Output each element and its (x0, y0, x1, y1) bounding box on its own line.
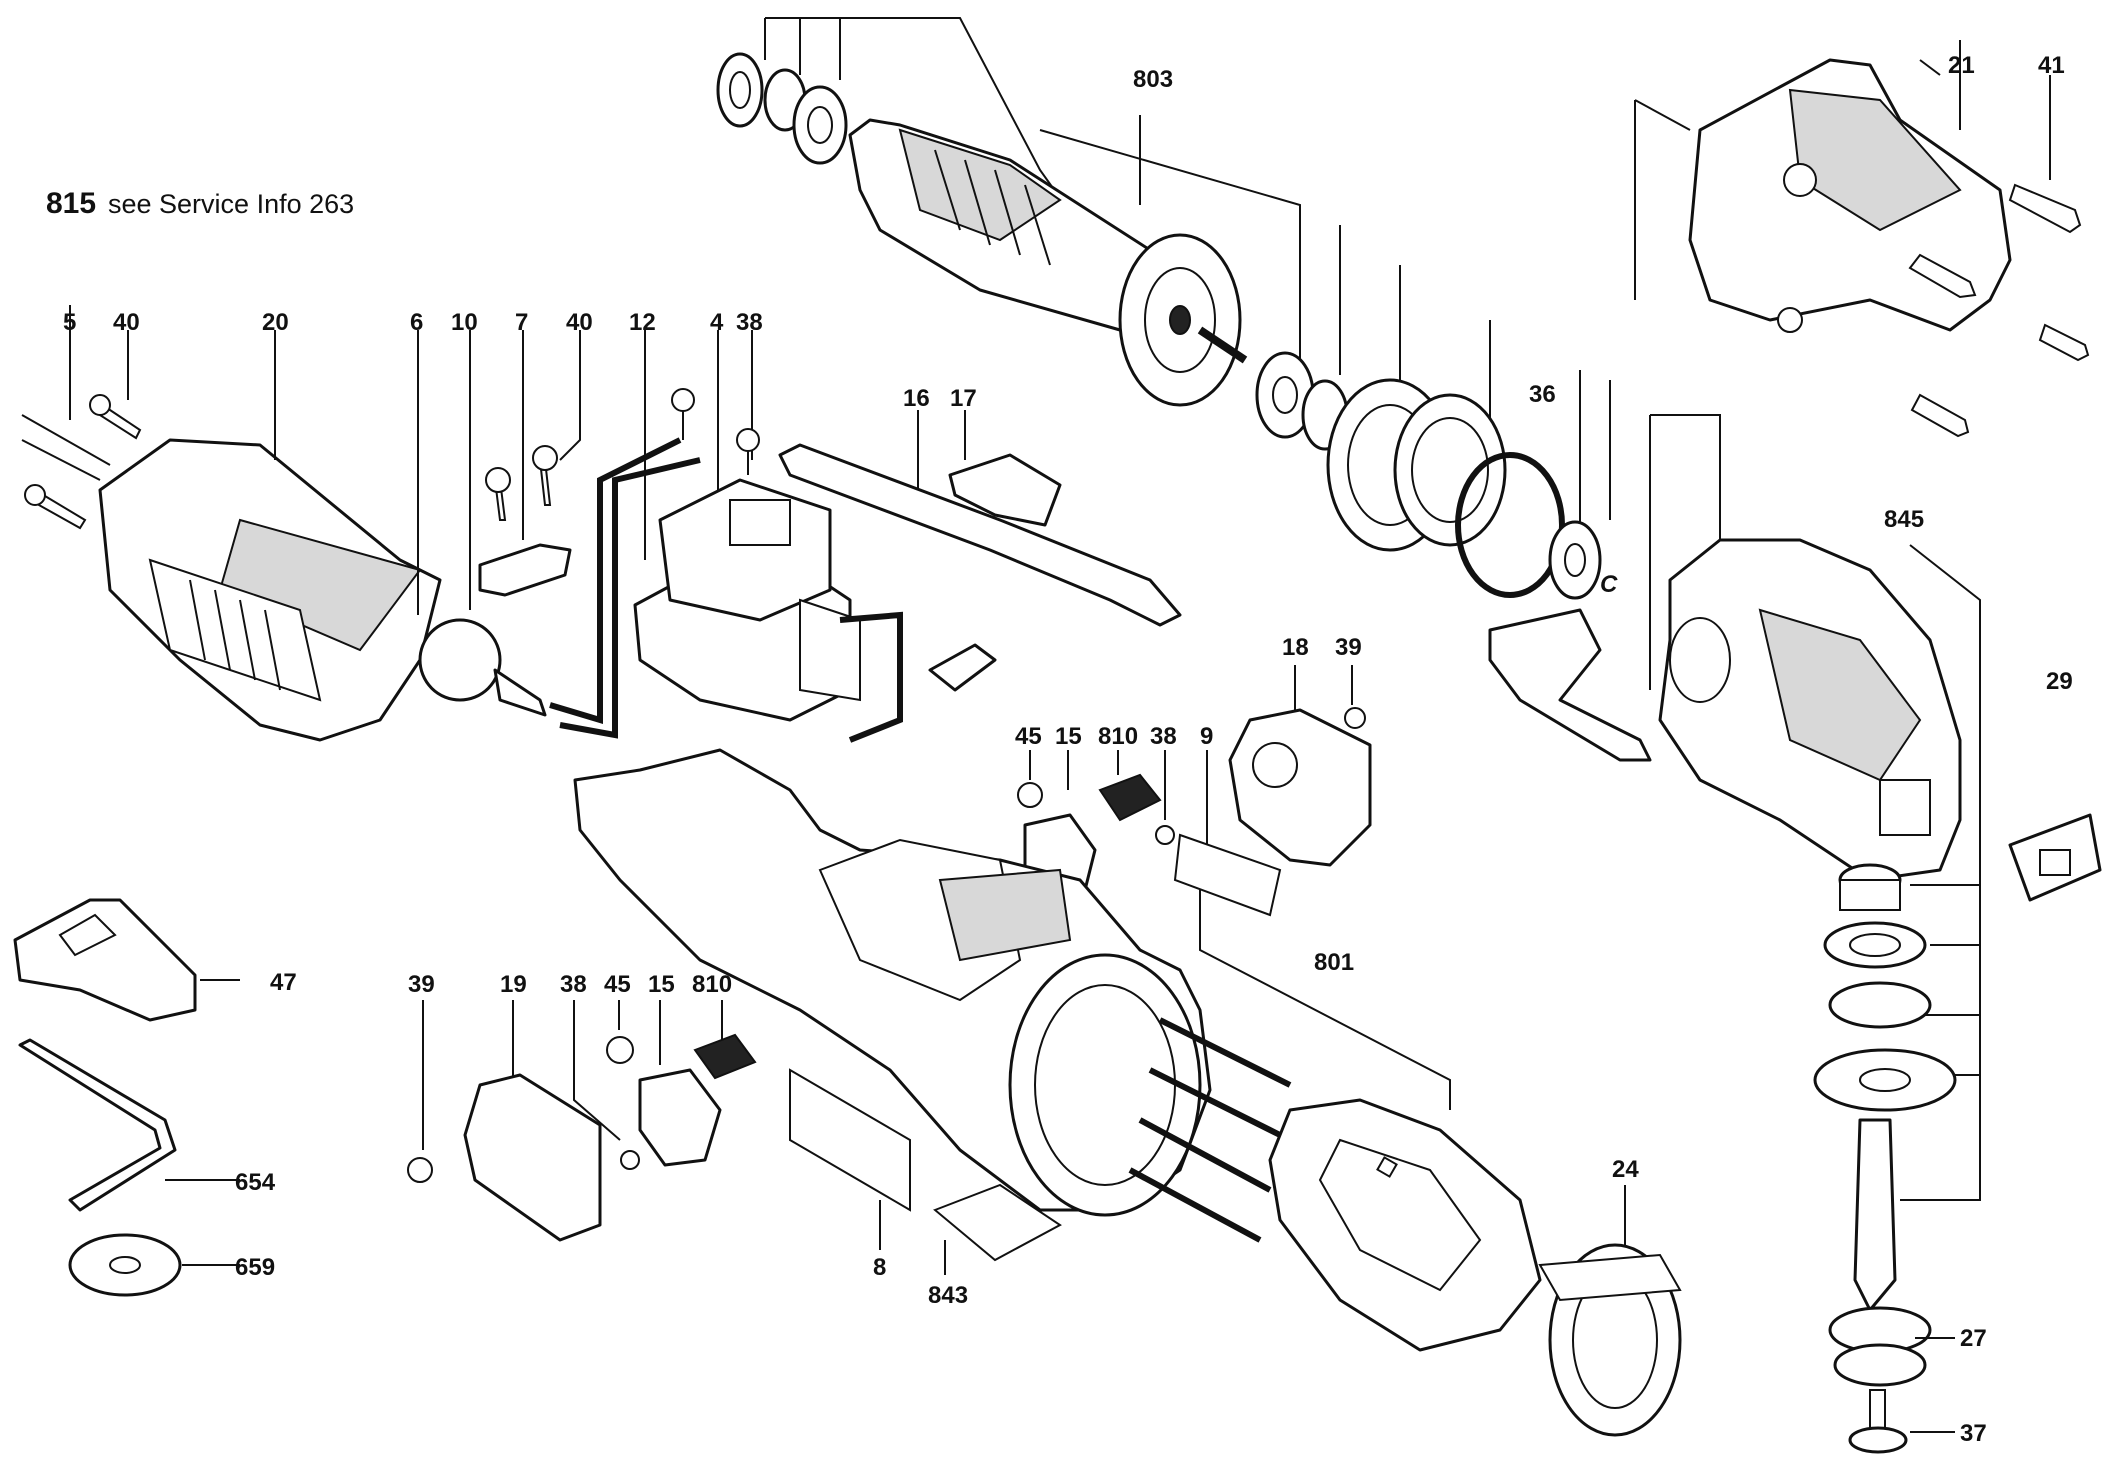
gear-cover-part (1634, 40, 2090, 438)
housing-shell-part (21, 305, 442, 742)
callout-40: 40 (113, 309, 140, 336)
callout-7: 7 (515, 309, 528, 336)
label-plates (789, 1068, 1062, 1275)
callout-4: 4 (710, 309, 724, 336)
note-text: see Service Info 263 (108, 189, 354, 219)
callout-24: 24 (1612, 1156, 1639, 1183)
callout-5: 5 (63, 309, 76, 336)
callout-27: 27 (1960, 1325, 1987, 1352)
callout-47: 47 (270, 969, 297, 996)
callout-810-b: 810 (692, 971, 732, 998)
callout-labels: 803 21 41 5 40 20 6 10 7 40 12 4 38 16 1… (63, 52, 2073, 1447)
callout-12: 12 (629, 309, 656, 336)
bearing-bracket-part (1488, 608, 1652, 762)
callout-41: 41 (2038, 52, 2065, 79)
cable-grommet-part (417, 330, 701, 739)
callout-39: 39 (1335, 634, 1362, 661)
callout-21: 21 (1948, 52, 1975, 79)
note-number: 815 (46, 187, 96, 220)
gear-housing-part (1649, 414, 1981, 1201)
slider-switch-part (778, 410, 1182, 692)
spindle-assembly (1813, 863, 1980, 1454)
callout-659: 659 (235, 1254, 275, 1281)
callout-37: 37 (1960, 1420, 1987, 1447)
callout-6: 6 (410, 309, 423, 336)
cable-clamp-part (478, 330, 581, 597)
callout-10: 10 (451, 309, 478, 336)
callout-801: 801 (1314, 949, 1354, 976)
callout-38-c: 38 (560, 971, 587, 998)
callout-45: 45 (1015, 723, 1042, 750)
callout-40-b: 40 (566, 309, 593, 336)
fan-baffle-part (1538, 1185, 1682, 1437)
callout-843: 843 (928, 1282, 968, 1309)
callout-45-b: 45 (604, 971, 631, 998)
callout-38-b: 38 (1150, 723, 1177, 750)
accessory-parts (13, 898, 240, 1297)
callout-29: 29 (2046, 668, 2073, 695)
callout-8: 8 (873, 1254, 886, 1281)
callout-9: 9 (1200, 723, 1213, 750)
clip-part-29 (2008, 813, 2102, 902)
motor-housing-part (573, 748, 1292, 1243)
callout-17: 17 (950, 385, 977, 412)
callout-c: C (1600, 571, 1618, 598)
callout-16: 16 (903, 385, 930, 412)
callout-20: 20 (262, 309, 289, 336)
callout-803: 803 (1133, 66, 1173, 93)
callout-845: 845 (1884, 506, 1924, 533)
callout-15: 15 (1055, 723, 1082, 750)
service-note: 815 see Service Info 263 (46, 187, 354, 220)
callout-38: 38 (736, 309, 763, 336)
bearing-assembly (1255, 351, 1602, 600)
field-coil-part (1199, 890, 1542, 1352)
callout-654: 654 (235, 1169, 276, 1196)
armature-assembly (716, 17, 1611, 540)
brush-holder-lower (407, 1000, 757, 1242)
callout-36: 36 (1529, 381, 1556, 408)
callout-15-b: 15 (648, 971, 675, 998)
callout-810: 810 (1098, 723, 1138, 750)
brush-cover-part-18 (1228, 665, 1372, 867)
callout-18: 18 (1282, 634, 1309, 661)
callout-39-b: 39 (408, 971, 435, 998)
callout-19: 19 (500, 971, 527, 998)
switch-module-part (633, 330, 903, 743)
